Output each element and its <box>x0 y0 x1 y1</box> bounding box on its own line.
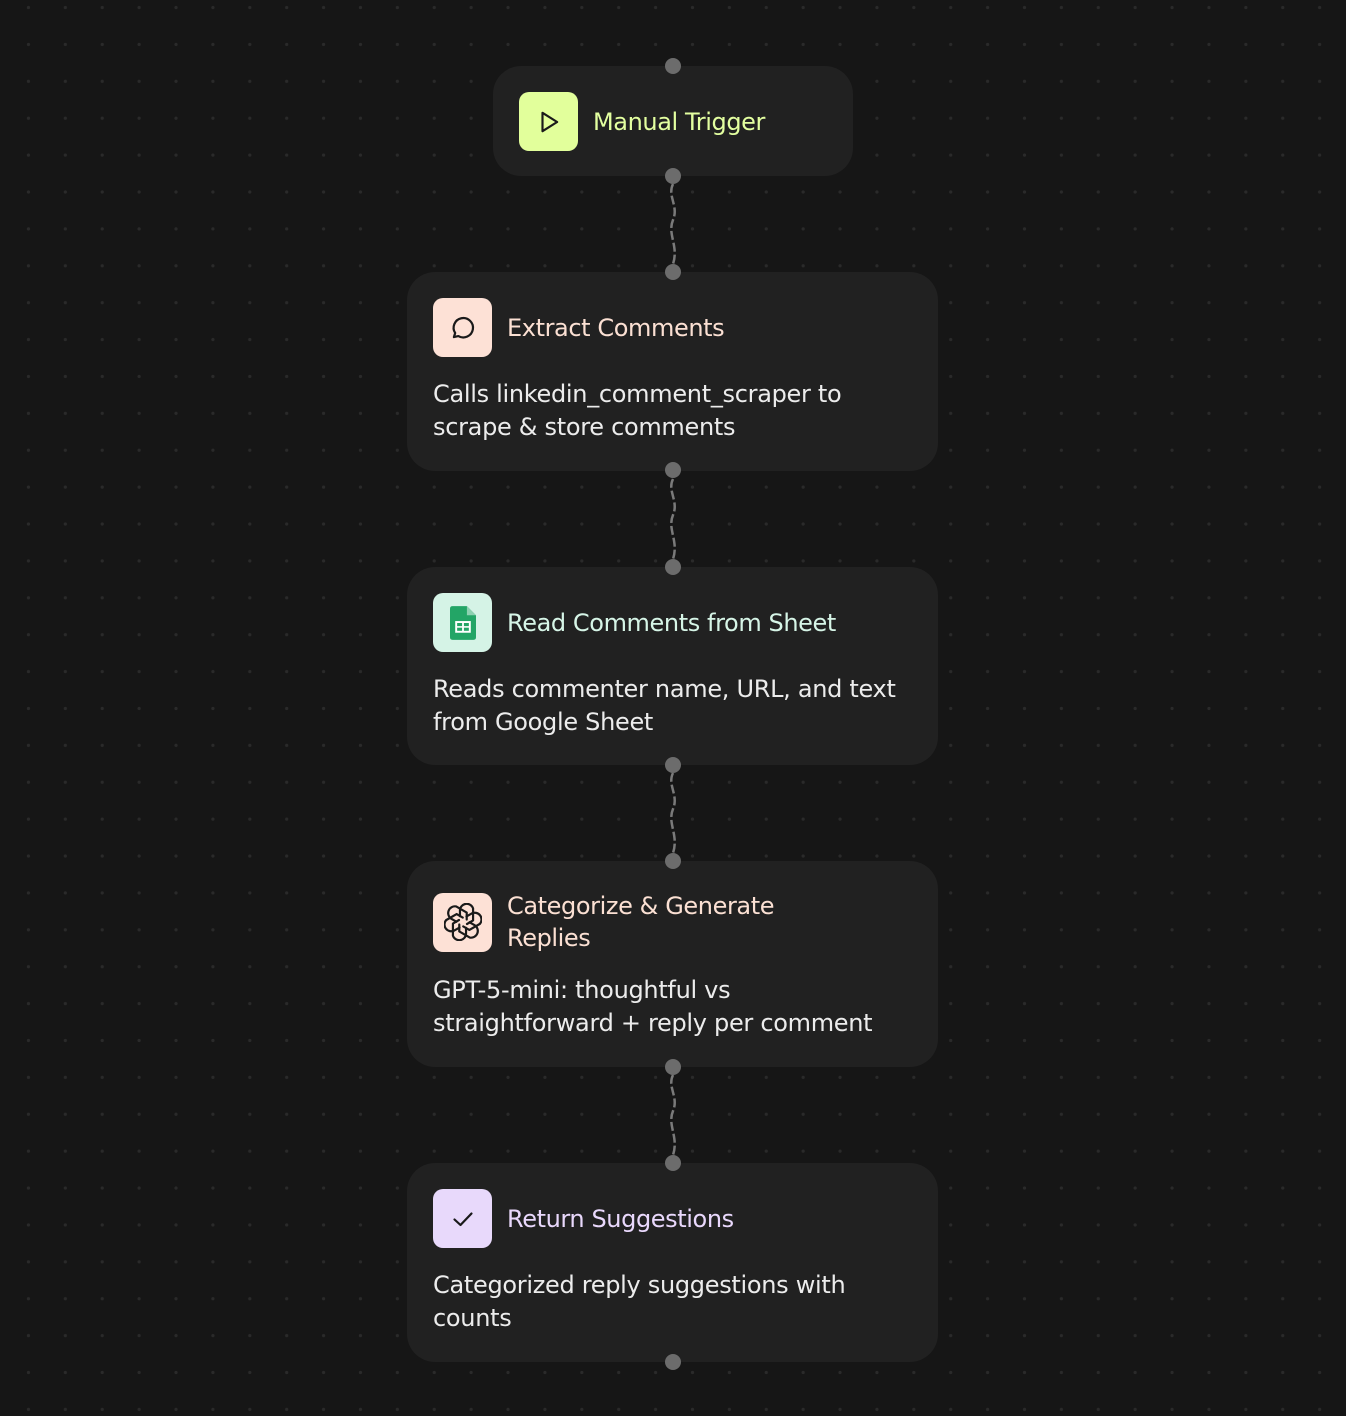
node-extract-comments[interactable]: Extract Comments Calls linkedin_comment_… <box>407 272 938 471</box>
connector-categorize-to-return <box>670 1074 676 1156</box>
chat-bubble-icon <box>452 316 474 339</box>
input-port-manual-trigger[interactable] <box>665 58 681 74</box>
play-icon-box <box>519 92 578 151</box>
output-port-extract-comments[interactable] <box>665 462 681 478</box>
output-port-read-comments-from-sheet[interactable] <box>665 757 681 773</box>
openai-logo-icon-box <box>433 892 492 952</box>
input-port-categorize-generate-replies[interactable] <box>665 853 681 869</box>
checkmark-icon-box <box>433 1189 492 1248</box>
chat-bubble-icon-box <box>433 298 492 357</box>
node-description-return-suggestions: Categorized reply suggestions with count… <box>433 1271 846 1332</box>
input-port-return-suggestions[interactable] <box>665 1155 681 1171</box>
input-port-read-comments-from-sheet[interactable] <box>665 559 681 575</box>
node-manual-trigger[interactable]: Manual Trigger <box>493 66 853 176</box>
google-sheets-icon-box <box>433 593 492 652</box>
google-sheets-icon <box>449 605 476 640</box>
node-title-extract-comments: Extract Comments <box>507 313 725 342</box>
input-port-extract-comments[interactable] <box>665 264 681 280</box>
checkmark-icon <box>452 1211 473 1226</box>
connector-trigger-to-extract <box>670 183 676 265</box>
node-description-read-comments-from-sheet: Reads commenter name, URL, and text from… <box>433 675 896 736</box>
node-description-extract-comments: Calls linkedin_comment_scraper to scrape… <box>433 380 842 441</box>
node-description-categorize-generate-replies: GPT-5-mini: thoughtful vs straightforwar… <box>433 976 873 1037</box>
output-port-manual-trigger[interactable] <box>665 168 681 184</box>
node-return-suggestions[interactable]: Return Suggestions Categorized reply sug… <box>407 1163 938 1362</box>
node-title-manual-trigger: Manual Trigger <box>593 107 766 136</box>
openai-logo-icon <box>443 903 482 941</box>
node-categorize-generate-replies[interactable]: Categorize & Generate Replies GPT-5-mini… <box>407 861 938 1067</box>
output-port-categorize-generate-replies[interactable] <box>665 1059 681 1075</box>
node-title-categorize-generate-replies: Categorize & Generate Replies <box>507 892 775 952</box>
play-icon <box>540 111 558 132</box>
connector-sheet-to-categorize <box>670 772 676 854</box>
output-port-return-suggestions[interactable] <box>665 1354 681 1370</box>
node-title-return-suggestions: Return Suggestions <box>507 1204 734 1233</box>
node-read-comments-from-sheet[interactable]: Read Comments from Sheet Reads commenter… <box>407 567 938 765</box>
node-title-read-comments-from-sheet: Read Comments from Sheet <box>507 608 836 637</box>
connector-extract-to-sheet <box>670 478 676 560</box>
